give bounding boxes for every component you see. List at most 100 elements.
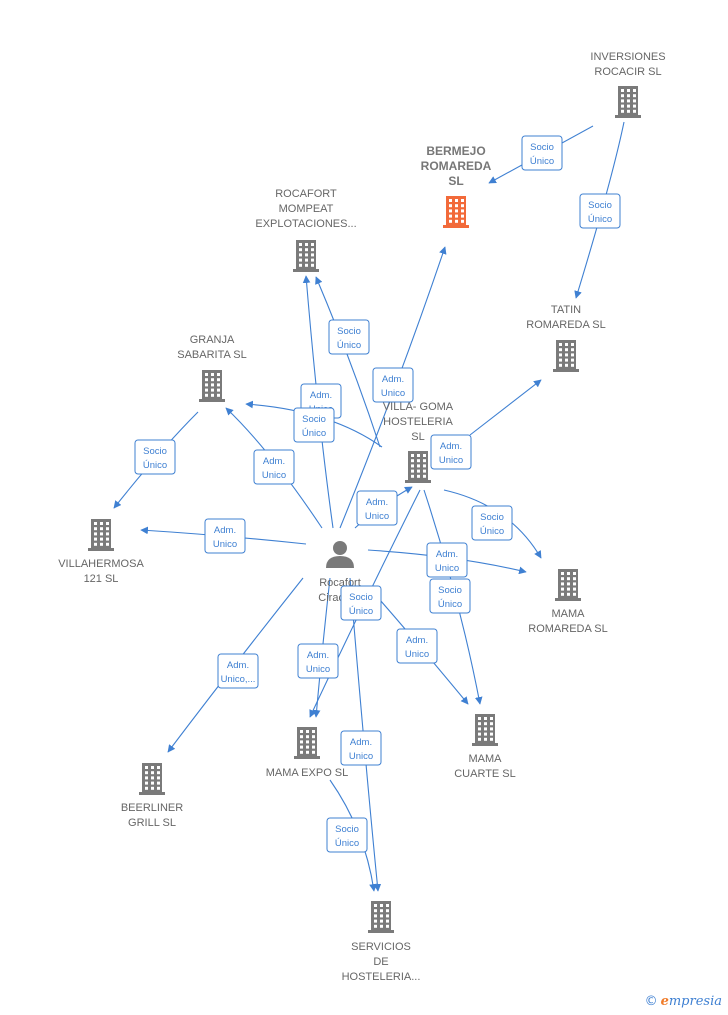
node-label: DE bbox=[373, 956, 388, 968]
edge-label[interactable]: Adm.Unico bbox=[396, 628, 438, 664]
edge-label-box bbox=[429, 578, 471, 614]
edge-villa_goma-to-tatin bbox=[469, 379, 542, 436]
edge-label-box bbox=[328, 319, 370, 355]
node-label: 121 SL bbox=[84, 573, 119, 585]
node-label: SERVICIOS bbox=[351, 941, 411, 953]
edge-label[interactable]: Adm. Unico bbox=[372, 367, 414, 403]
edge-label-text: Socio bbox=[530, 142, 554, 153]
edge-label-text: Adm. bbox=[406, 635, 428, 646]
edge-label[interactable]: Adm.Unico bbox=[430, 434, 472, 470]
edge-label-text: Socio bbox=[302, 414, 326, 425]
edge-label[interactable]: Adm.Unico bbox=[356, 490, 398, 526]
edge-label-box bbox=[326, 817, 368, 853]
edge-label-text: Socio bbox=[438, 585, 462, 596]
edge-label-text: Adm. bbox=[382, 374, 404, 385]
node-servicios[interactable]: SERVICIOSDEHOSTELERIA... bbox=[342, 901, 421, 983]
edge-label-box bbox=[204, 518, 246, 554]
edge-label-text: Adm. bbox=[366, 497, 388, 508]
node-inversiones[interactable]: INVERSIONES ROCACIR SL bbox=[590, 51, 666, 118]
edge-label-text: Unico,... bbox=[221, 674, 256, 685]
edge-label-text: Socio bbox=[480, 512, 504, 523]
building-icon bbox=[294, 727, 320, 759]
building-icon bbox=[443, 196, 469, 228]
edge-label-text: Único bbox=[143, 460, 167, 471]
edge-label-box bbox=[217, 653, 259, 689]
building-icon bbox=[293, 240, 319, 272]
node-label: TATIN bbox=[551, 304, 581, 316]
building-icon bbox=[553, 340, 579, 372]
edge-label-text: Adm. bbox=[436, 549, 458, 560]
edge-label-box bbox=[356, 490, 398, 526]
building-icon bbox=[88, 519, 114, 551]
node-tatin[interactable]: TATIN ROMAREDA SL bbox=[526, 304, 606, 372]
edge-label-box bbox=[430, 434, 472, 470]
node-label: GRANJA bbox=[190, 334, 235, 346]
edge-label-text: Socio bbox=[335, 824, 359, 835]
edge-label-box bbox=[297, 643, 339, 679]
edge-label-text: Socio bbox=[349, 592, 373, 603]
node-label: VILLA- GOMA bbox=[383, 401, 454, 413]
node-label: CUARTE SL bbox=[454, 768, 516, 780]
edge-label[interactable]: Adm.Unico,... bbox=[217, 653, 259, 689]
empresia-watermark[interactable]: ©empresia bbox=[645, 994, 722, 1009]
edge-label[interactable]: Adm.Unico bbox=[426, 542, 468, 578]
edge-label-text: Único bbox=[588, 214, 612, 225]
edge-label-box bbox=[521, 135, 563, 171]
edge-label-text: Único bbox=[438, 599, 462, 610]
node-label: HOSTELERIA bbox=[383, 416, 453, 428]
edge-label-box bbox=[426, 542, 468, 578]
edge-label-box bbox=[293, 407, 335, 443]
edge-label-box bbox=[340, 585, 382, 621]
node-label: ROMAREDA bbox=[421, 159, 492, 173]
edge-label-text: Adm. bbox=[310, 390, 332, 401]
node-rocafort-mompeat[interactable]: ROCAFORTMOMPEATEXPLOTACIONES... bbox=[255, 188, 357, 272]
brand-name: mpresia bbox=[668, 994, 722, 1009]
edge-labels-layer: SocioÚnicoSocioÚnicoAdm.UnicoSocioÚnicoA… bbox=[134, 135, 621, 853]
node-label: ROMAREDA SL bbox=[526, 319, 605, 331]
node-mama-expo[interactable]: MAMA EXPO SL bbox=[266, 727, 349, 779]
edge-label-text: Socio bbox=[143, 446, 167, 457]
edge-label-text: Unico bbox=[381, 388, 405, 399]
edge-label-text: Unico bbox=[262, 470, 286, 481]
node-label: ROCACIR SL bbox=[594, 66, 661, 78]
node-label: SL bbox=[448, 174, 463, 188]
node-label: INVERSIONES bbox=[590, 51, 665, 63]
edge-label[interactable]: Adm. Unico bbox=[253, 449, 295, 485]
edge-label[interactable]: Adm.Unico bbox=[340, 730, 382, 766]
edge-label-text: Único bbox=[480, 526, 504, 537]
edge-label[interactable]: Adm.Unico bbox=[297, 643, 339, 679]
edge-label-text: Único bbox=[530, 156, 554, 167]
building-icon bbox=[139, 763, 165, 795]
edge-label-text: Unico bbox=[439, 455, 463, 466]
edge-label-box bbox=[134, 439, 176, 475]
building-icon bbox=[615, 86, 641, 118]
edge-label[interactable]: Adm.Unico bbox=[204, 518, 246, 554]
edge-label-text: Unico bbox=[306, 664, 330, 675]
node-label: EXPLOTACIONES... bbox=[255, 218, 356, 230]
edge-label-text: Único bbox=[302, 428, 326, 439]
copyright-icon: © bbox=[644, 994, 658, 1009]
edge-label-text: Socio bbox=[588, 200, 612, 211]
building-icon bbox=[199, 370, 225, 402]
edge-label-text: Adm. bbox=[263, 456, 285, 467]
node-label: MAMA bbox=[552, 608, 586, 620]
edge-label-text: Único bbox=[337, 340, 361, 351]
